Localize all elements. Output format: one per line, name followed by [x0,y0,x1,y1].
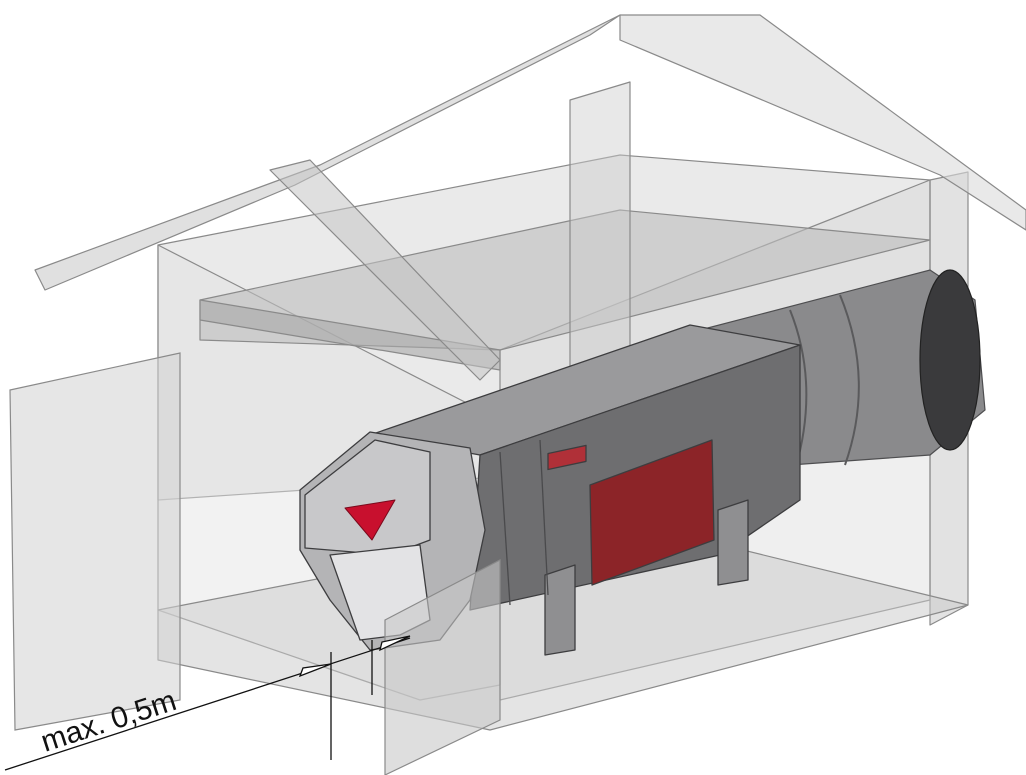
arrowhead-left [298,663,332,678]
warning-sticker [547,444,587,471]
body-seam [539,439,549,596]
arrowhead-right [379,635,411,652]
heater-stand-front [544,564,576,656]
dimension-leader-line [4,637,411,771]
brand-logo [344,499,396,541]
heater-stand-rear [717,499,749,586]
heater-panel [589,439,715,586]
open-door-panel [9,352,181,731]
roof-right [619,14,1026,231]
heater-unit [299,324,801,656]
dimension-annotation [4,635,411,771]
ceiling-front [199,299,501,371]
body-seam [499,451,511,606]
roof-left [34,14,621,291]
duct-ring [839,294,860,466]
front-sheet [384,559,501,775]
ceiling-box [199,209,931,351]
duct-outlet [919,269,981,451]
roof-gable [269,159,501,381]
front-door [304,439,431,556]
